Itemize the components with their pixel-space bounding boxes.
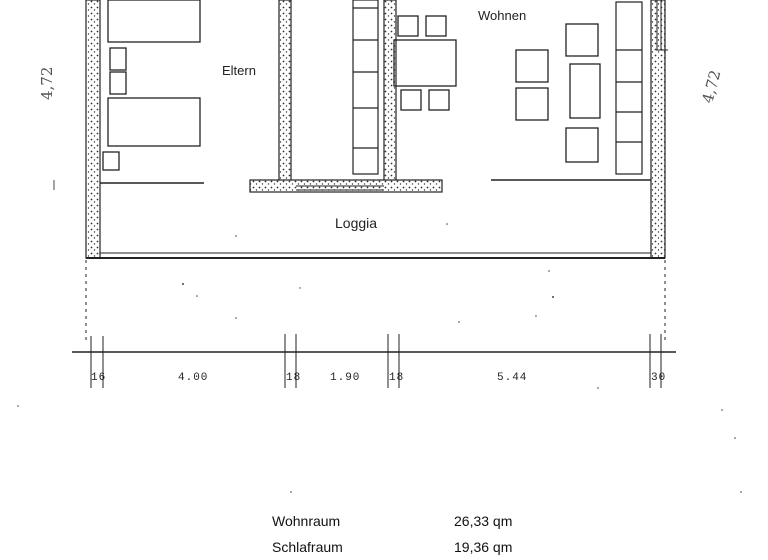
area-name: Wohnraum [272,513,341,529]
window-detail [656,0,668,51]
area-row-wohnraum: Wohnraum 26,33 qm [272,508,572,534]
area-value: 26,33 qm [454,513,513,529]
area-row-schlafraum: Schlafraum 19,36 qm [272,534,572,560]
area-name: Schlafraum [272,539,343,555]
dim-corridor-width: 1.90 [330,372,360,384]
dim-wohnen-width: 5.44 [497,372,527,384]
living-room-furniture [515,23,601,163]
scan-specks [17,223,742,493]
dining-table-set [393,15,457,111]
height-note-left: 4,72 [38,67,56,100]
room-label-wohnen: Wohnen [478,8,526,23]
shelf-units [352,0,643,175]
bedroom-furniture [102,0,201,171]
outer-walls [85,0,666,259]
room-label-eltern: Eltern [222,63,256,78]
height-note-right: 4,72 [698,68,724,105]
dim-wall-mid-right: 18 [389,372,404,384]
dim-wall-right: 30 [651,372,666,384]
interior-walls [249,0,443,193]
dim-eltern-width: 4.00 [178,372,208,384]
room-label-loggia: Loggia [335,215,377,231]
area-value: 19,36 qm [454,539,513,555]
dim-wall-mid-left: 18 [286,372,301,384]
dim-wall-left: 16 [91,372,106,384]
partition-lines [100,179,651,191]
dimension-guides [72,260,676,388]
area-table: Wohnraum 26,33 qm Schlafraum 19,36 qm [272,508,572,560]
